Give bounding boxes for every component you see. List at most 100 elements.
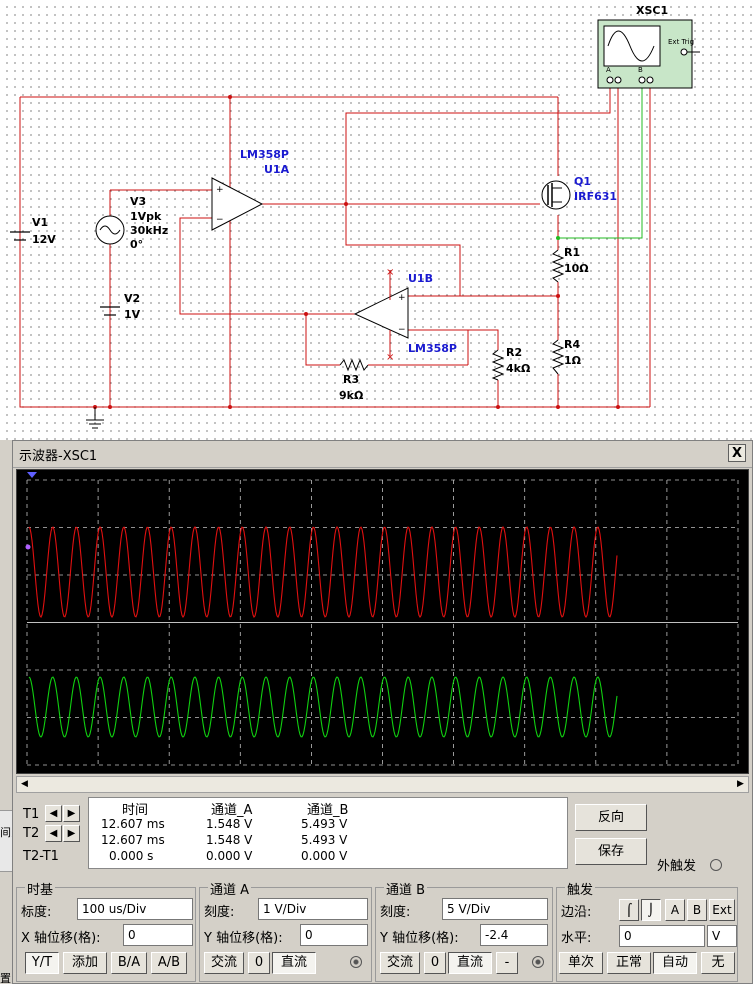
close-button[interactable]: X — [728, 444, 746, 462]
ext-trigger-terminal-icon[interactable] — [710, 859, 722, 871]
label-u1b-name: U1B — [408, 272, 433, 285]
channel-b-title: 通道 B — [384, 879, 428, 898]
channel-b-dc-button[interactable]: 直流 — [448, 952, 492, 974]
label-r4-value: 1Ω — [564, 354, 582, 367]
label-v1-name: V1 — [32, 216, 49, 229]
delta-channel-b: 0.000 V — [301, 849, 348, 863]
label-u1b-part: LM358P — [408, 342, 457, 355]
window-title: 示波器-XSC1 — [19, 449, 98, 464]
mode-yt-button[interactable]: Y/T — [25, 952, 59, 974]
label-pin-a: A — [606, 66, 611, 74]
trigger-single-button[interactable]: 单次 — [559, 952, 603, 974]
t1-channel-b: 5.493 V — [301, 817, 348, 831]
header-time: 时间 — [122, 803, 149, 818]
cursor-readout-table: 时间 通道_A 通道_B 12.607 ms 1.548 V 5.493 V 1… — [88, 797, 568, 869]
save-button[interactable]: 保存 — [575, 838, 647, 865]
channel-b-scale-label: 刻度: — [380, 905, 411, 920]
circuit-wiring: + − + − × × — [10, 19, 700, 429]
delta-time: 0.000 s — [109, 849, 154, 863]
label-pin-b: B — [638, 66, 643, 74]
delta-channel-a: 0.000 V — [206, 849, 253, 863]
t2-right-arrow-icon[interactable]: ▶ — [63, 825, 80, 842]
cursor-delta-label: T2-T1 — [23, 849, 59, 864]
channel-b-terminal-icon[interactable] — [532, 956, 544, 968]
trigger-group: 触发 边沿: ⌠ ⌡ A B Ext 水平: 0 V 单次 正常 自动 无 — [556, 879, 738, 982]
background-text-b: 置 — [0, 972, 11, 985]
cursor-marker-icon — [27, 472, 37, 478]
channel-a-ac-button[interactable]: 交流 — [204, 952, 244, 974]
reverse-button[interactable]: 反向 — [575, 804, 647, 831]
channel-b-ac-button[interactable]: 交流 — [380, 952, 420, 974]
channel-a-group: 通道 A 刻度: 1 V/Div Y 轴位移(格): 0 交流 0 直流 — [199, 879, 372, 982]
mode-ba-button[interactable]: B/A — [111, 952, 147, 974]
label-ext-trig: Ext Trig — [668, 38, 695, 46]
channel-b-zero-button[interactable]: 0 — [424, 952, 446, 974]
label-r2-value: 4kΩ — [506, 362, 531, 375]
trigger-source-b-button[interactable]: B — [687, 899, 707, 921]
label-xsc1: XSC1 — [636, 4, 669, 17]
trigger-title: 触发 — [565, 879, 596, 898]
label-v3-amp: 1Vpk — [130, 210, 162, 223]
oscilloscope-window: 示波器-XSC1 X ◀ ▶ T1 T2 T2-T1 ◀ ▶ ◀ ▶ 时间 通道… — [12, 440, 753, 984]
scope-grid — [26, 479, 739, 766]
trigger-level-input[interactable]: 0 — [619, 925, 705, 947]
label-v1-value: 12V — [32, 233, 56, 246]
label-v3-name: V3 — [130, 195, 147, 208]
label-u1a-name: U1A — [264, 163, 290, 176]
background-window-edge — [0, 810, 12, 872]
label-v2-value: 1V — [124, 308, 141, 321]
schematic-canvas[interactable]: + − + − × × XSC1 Ext Trig A B V1 12V V3 — [0, 0, 753, 440]
channel-a-dc-button[interactable]: 直流 — [272, 952, 316, 974]
timebase-scale-input[interactable]: 100 us/Div — [77, 898, 193, 920]
channel-a-title: 通道 A — [208, 879, 252, 898]
scope-trace-area — [25, 472, 739, 766]
channel-a-zero-button[interactable]: 0 — [248, 952, 270, 974]
horizontal-scrollbar[interactable]: ◀ ▶ — [16, 776, 749, 793]
timebase-xpos-label: X 轴位移(格): — [21, 931, 101, 946]
label-q1-name: Q1 — [574, 175, 592, 188]
scroll-right-icon[interactable]: ▶ — [737, 779, 744, 789]
label-q1-part: IRF631 — [574, 190, 618, 203]
channel-b-scale-input[interactable]: 5 V/Div — [442, 898, 548, 920]
background-text-a: 间, — [0, 826, 15, 839]
trigger-source-ext-button[interactable]: Ext — [709, 899, 735, 921]
label-r4-name: R4 — [564, 338, 581, 351]
t2-channel-b: 5.493 V — [301, 833, 348, 847]
rising-edge-icon[interactable]: ⌠ — [619, 899, 639, 921]
t1-left-arrow-icon[interactable]: ◀ — [45, 805, 62, 822]
channel-a-ypos-label: Y 轴位移(格): — [204, 931, 283, 946]
channel-a-terminal-icon[interactable] — [350, 956, 362, 968]
label-r3-name: R3 — [343, 373, 360, 386]
trigger-level-label: 水平: — [561, 931, 592, 946]
label-r2-name: R2 — [506, 346, 523, 359]
t2-left-arrow-icon[interactable]: ◀ — [45, 825, 62, 842]
channel-b-ypos-input[interactable]: -2.4 — [480, 924, 548, 946]
mode-ab-button[interactable]: A/B — [151, 952, 187, 974]
window-titlebar[interactable]: 示波器-XSC1 X — [13, 441, 752, 468]
timebase-xpos-input[interactable]: 0 — [123, 924, 193, 946]
label-r1-value: 10Ω — [564, 262, 589, 275]
channel-b-invert-button[interactable]: - — [496, 952, 518, 974]
header-channel-a: 通道_A — [211, 803, 253, 818]
label-v3-freq: 30kHz — [130, 224, 169, 237]
t1-right-arrow-icon[interactable]: ▶ — [63, 805, 80, 822]
svg-text:×: × — [386, 352, 394, 363]
background-window-strip: 间, 置 — [0, 440, 15, 985]
timebase-group: 时基 标度: 100 us/Div X 轴位移(格): 0 Y/T 添加 B/A… — [16, 879, 196, 982]
trigger-normal-button[interactable]: 正常 — [607, 952, 651, 974]
t1-time: 12.607 ms — [101, 817, 165, 831]
mode-add-button[interactable]: 添加 — [63, 952, 107, 974]
trace-channel-b — [28, 676, 618, 738]
channel-a-ypos-input[interactable]: 0 — [300, 924, 368, 946]
t2-time: 12.607 ms — [101, 833, 165, 847]
trigger-none-button[interactable]: 无 — [701, 952, 735, 974]
falling-edge-icon[interactable]: ⌡ — [641, 899, 661, 921]
timebase-scale-label: 标度: — [21, 905, 52, 920]
scope-display[interactable] — [16, 469, 749, 774]
trigger-level-unit[interactable]: V — [707, 925, 737, 947]
trigger-edge-label: 边沿: — [561, 905, 592, 920]
scroll-left-icon[interactable]: ◀ — [21, 779, 28, 789]
trigger-source-a-button[interactable]: A — [665, 899, 685, 921]
channel-a-scale-input[interactable]: 1 V/Div — [258, 898, 368, 920]
trigger-auto-button[interactable]: 自动 — [653, 952, 697, 974]
